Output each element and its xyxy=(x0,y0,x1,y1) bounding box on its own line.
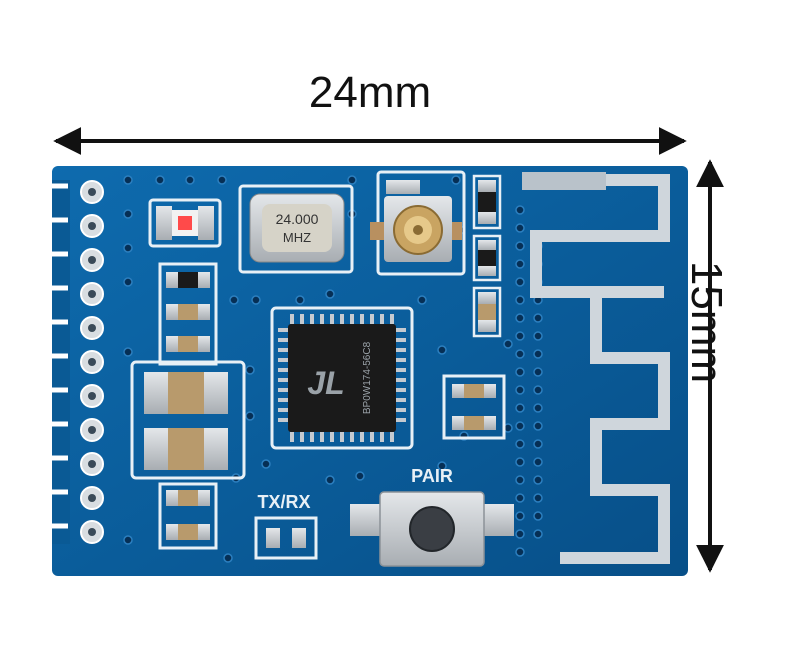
crystal-frequency-text: 24.000 xyxy=(276,211,319,227)
chip-part-number: BP0W174-56C8 xyxy=(362,341,373,414)
bottom-left-passives xyxy=(158,482,218,550)
edge-pins xyxy=(52,180,104,544)
right-mid-passives xyxy=(442,374,506,440)
chip-logo: JL xyxy=(307,365,344,401)
txrx-pads: TX/RX xyxy=(254,492,318,560)
antenna-connector xyxy=(370,170,466,276)
pair-silkscreen-label: PAIR xyxy=(411,466,453,486)
vias xyxy=(123,175,513,563)
crystal-unit-text: MHZ xyxy=(283,230,311,245)
main-chip: JL BP0W174-56C8 xyxy=(270,306,414,450)
txrx-silkscreen-label: TX/RX xyxy=(257,492,310,512)
crystal-oscillator: 24.000 MHZ xyxy=(238,184,354,274)
width-dimension-label: 24mm xyxy=(308,68,432,117)
left-passives xyxy=(158,262,218,366)
led-component xyxy=(148,198,222,248)
top-right-resistors xyxy=(472,174,502,338)
antenna-feed xyxy=(522,172,606,190)
pcb-antenna xyxy=(526,174,670,564)
large-capacitors xyxy=(130,360,246,480)
pair-button: PAIR xyxy=(350,466,514,567)
